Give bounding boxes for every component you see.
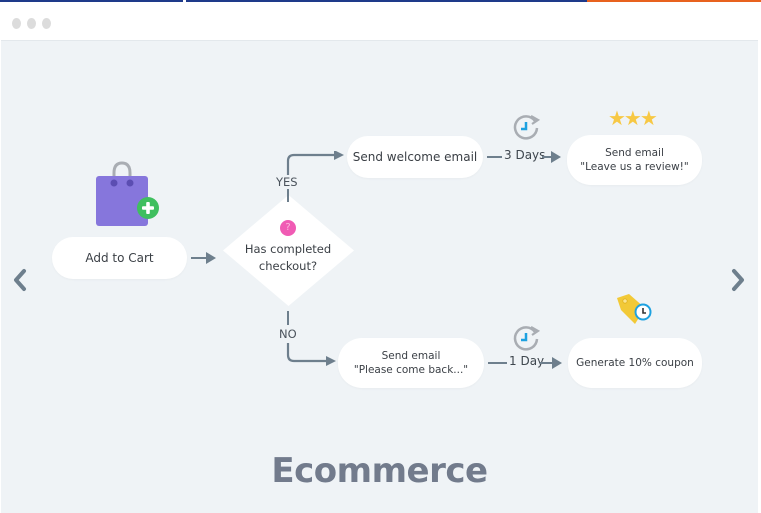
connector-line <box>542 156 554 158</box>
no-label: NO <box>279 327 297 341</box>
node-label: Generate 10% coupon <box>576 357 694 369</box>
decision-label: Has completed checkout? <box>233 241 343 275</box>
window-control-dot[interactable] <box>27 18 36 29</box>
connector-line <box>487 156 502 158</box>
node-label: Send welcome email <box>352 150 478 164</box>
decision-diamond[interactable] <box>221 193 356 308</box>
chevron-left-icon <box>14 269 26 291</box>
window-control-dot[interactable] <box>12 18 21 29</box>
chevron-right-icon <box>732 269 744 291</box>
diagram-canvas: Add to Cart ? Has completed checkout? YE… <box>1 40 758 513</box>
decision-line-1: Has completed <box>244 242 332 256</box>
connector-line <box>287 311 289 325</box>
node-label-line-1: Send email <box>605 147 664 159</box>
generate-coupon-node[interactable]: Generate 10% coupon <box>568 338 702 388</box>
connector-line <box>540 362 554 364</box>
send-welcome-email-node[interactable]: Send welcome email <box>347 136 483 178</box>
delay-label: 1 Day <box>509 354 545 368</box>
connector-elbow <box>286 151 344 175</box>
arrow-head-icon <box>551 151 561 163</box>
node-label: Add to Cart <box>85 251 154 265</box>
next-slide-button[interactable] <box>728 267 748 293</box>
node-label-line-1: Send email <box>381 350 441 362</box>
arrow-head-icon <box>206 252 216 264</box>
previous-slide-button[interactable] <box>10 267 30 293</box>
yes-label: YES <box>276 175 298 189</box>
connector-line <box>191 257 209 259</box>
clock-refresh-icon <box>513 326 541 351</box>
clock-refresh-icon <box>513 115 541 140</box>
window-control-dot[interactable] <box>42 18 51 29</box>
arrow-head-icon <box>552 357 562 369</box>
page-title: Ecommerce <box>271 451 488 491</box>
decision-line-2: checkout? <box>258 259 318 273</box>
connector-elbow <box>286 343 336 366</box>
shopping-bag-add-icon <box>96 161 159 226</box>
question-icon: ? <box>280 220 296 236</box>
add-to-cart-node[interactable]: Add to Cart <box>52 237 187 279</box>
three-stars-icon: ★★★ <box>608 106 658 130</box>
delay-label: 3 Days <box>504 148 546 162</box>
top-accent-bar <box>0 0 761 2</box>
price-tag-clock-icon <box>617 294 652 324</box>
window-titlebar <box>0 2 761 40</box>
send-come-back-email-node[interactable]: Send email "Please come back..." <box>338 338 484 388</box>
connector-line <box>287 189 289 202</box>
connector-line <box>488 362 507 364</box>
node-label-line-2: "Leave us a review!" <box>580 161 689 173</box>
node-label-line-2: "Please come back..." <box>353 364 469 376</box>
send-review-email-node[interactable]: Send email "Leave us a review!" <box>567 135 702 185</box>
